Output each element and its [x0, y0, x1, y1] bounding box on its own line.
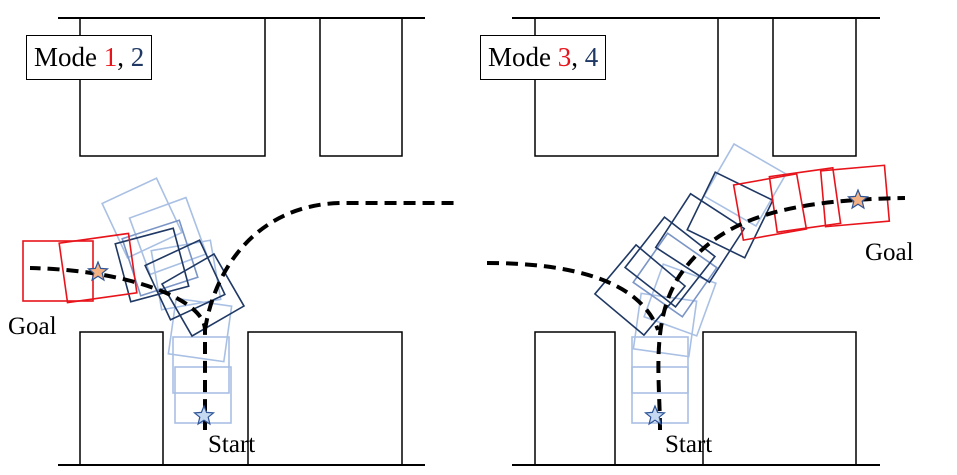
bottom-obstacle-left — [534, 331, 616, 465]
right-start-label: Start — [665, 431, 713, 458]
bottom-obstacle-right — [702, 331, 857, 465]
legend-prefix: Mode — [488, 42, 558, 72]
vehicle-box-blue-dark — [114, 227, 190, 303]
start-star-icon — [643, 404, 667, 426]
vehicle-box-red — [819, 164, 891, 228]
vehicle-box-red — [732, 172, 808, 242]
vehicle-box-blue-dark — [623, 215, 717, 309]
left-vehicle-boxes — [22, 177, 246, 424]
left-panel — [22, 17, 455, 466]
left-start-label: Start — [208, 431, 256, 458]
vehicle-box-red — [768, 166, 842, 234]
right-path-dashed — [656, 196, 906, 431]
vehicle-box-blue-dark — [654, 192, 746, 284]
vehicle-box-blue-dark — [144, 239, 226, 321]
left-mode-legend: Mode 1, 2 — [26, 35, 153, 80]
legend-red-mode: 1 — [103, 42, 118, 72]
vehicle-box-blue-mid — [121, 219, 199, 297]
vehicle-box-blue-light — [167, 297, 233, 363]
start-star-icon — [192, 404, 216, 426]
legend-blue-mode: 4 — [584, 42, 599, 72]
right-path-alt-dashed — [486, 261, 660, 331]
goal-star-icon — [846, 188, 870, 210]
top-obstacle-right — [319, 18, 403, 157]
right-goal-label: Goal — [865, 239, 914, 266]
legend-separator: , — [571, 42, 585, 72]
left-path-dashed — [29, 266, 208, 430]
right-mode-legend: Mode 3, 4 — [480, 35, 607, 80]
vehicle-box-blue-light — [101, 177, 183, 259]
top-obstacle-left — [534, 18, 719, 157]
left-goal-label: Goal — [8, 313, 57, 340]
vehicle-box-blue-light — [172, 336, 230, 394]
bottom-obstacle-left — [79, 331, 164, 465]
vehicle-box-blue-light — [150, 239, 222, 311]
vehicle-box-blue-light — [631, 336, 689, 394]
right-panel — [486, 17, 906, 466]
legend-blue-mode: 2 — [130, 42, 145, 72]
goal-star-icon — [86, 260, 110, 282]
vehicle-box-blue-dark — [160, 252, 246, 338]
right-vehicle-boxes — [593, 142, 891, 424]
top-obstacle-right — [772, 18, 857, 157]
bottom-obstacle-right — [247, 331, 403, 465]
vehicle-box-red — [58, 232, 138, 304]
vehicle-box-blue-light — [128, 196, 208, 276]
top-obstacle-left — [79, 18, 266, 157]
vehicle-box-blue-dark — [686, 171, 774, 259]
legend-prefix: Mode — [34, 42, 104, 72]
left-path-alt-dashed — [203, 201, 455, 331]
legend-separator: , — [117, 42, 131, 72]
legend-red-mode: 3 — [557, 42, 572, 72]
